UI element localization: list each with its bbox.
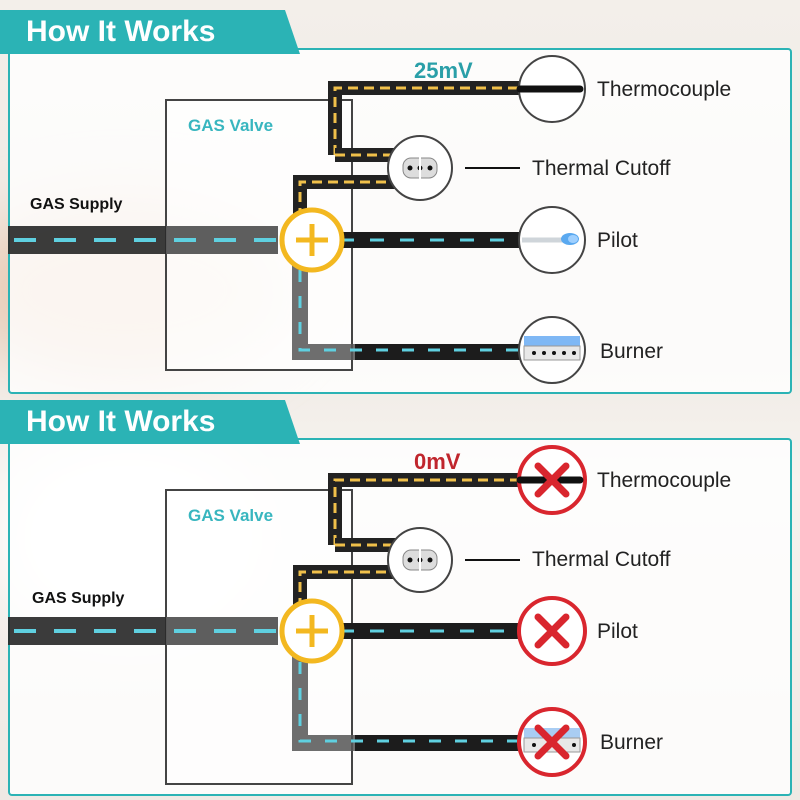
section-title-failed: How It Works bbox=[0, 400, 300, 444]
thermal-cutoff-label: Thermal Cutoff bbox=[532, 548, 671, 571]
thermal-cutoff-label: Thermal Cutoff bbox=[532, 157, 671, 180]
diagram-failed bbox=[8, 445, 587, 785]
burner-label: Burner bbox=[600, 731, 664, 754]
diagram-working bbox=[8, 55, 586, 384]
burner-label: Burner bbox=[600, 340, 664, 363]
panel-working bbox=[8, 48, 792, 394]
gas-supply-label: GAS Supply bbox=[32, 590, 125, 607]
gas-valve-label: GAS Valve bbox=[188, 116, 274, 135]
gas-supply-label: GAS Supply bbox=[30, 196, 123, 213]
thermocouple-wire bbox=[328, 473, 550, 545]
pilot-label: Pilot bbox=[597, 620, 638, 643]
thermocouple-label: Thermocouple bbox=[597, 469, 732, 492]
section-title-working: How It Works bbox=[0, 10, 300, 54]
voltage-reading: 0mV bbox=[414, 449, 461, 474]
pilot-label: Pilot bbox=[597, 229, 638, 252]
thermocouple-label: Thermocouple bbox=[597, 78, 732, 101]
voltage-reading: 25mV bbox=[414, 58, 473, 83]
gas-valve-label: GAS Valve bbox=[188, 506, 274, 525]
